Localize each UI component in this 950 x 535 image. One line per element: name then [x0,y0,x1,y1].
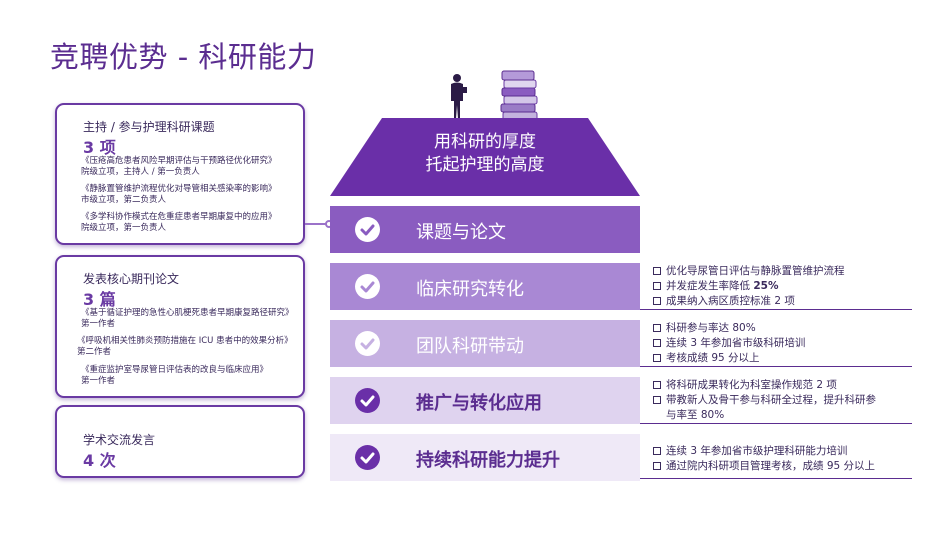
band-label: 临床研究转化 [416,279,524,300]
card-item-line: 《基于循证护理的急性心肌梗死患者早期康复路径研究》 [81,308,294,318]
note-text: 通过院内科研项目管理考核，成绩 95 分以上 [666,460,876,472]
card-research-projects: 主持 / 参与护理科研课题 3 项 《压疮高危患者风险早期评估与干预路径优化研究… [55,103,305,245]
note-highlight: 25% [753,280,779,292]
note-text: 成果纳入病区质控标准 2 项 [666,295,795,307]
connector-line [305,223,330,225]
note-text: 优化导尿管日评估与静脉置管维护流程 [666,265,845,277]
card-title: 学术交流发言 [83,433,156,447]
person-reading-icon [451,74,467,119]
checkbox-square-icon [653,339,661,347]
notes-continuous: 连续 3 年参加省市级护理科研能力培训 通过院内科研项目管理考核，成绩 95 分… [640,441,912,479]
notes-promotion: 将科研成果转化为科室操作规范 2 项 带教新人及骨干参与科研全过程，提升科研参 … [640,377,912,424]
note-item: 带教新人及骨干参与科研全过程，提升科研参 [653,393,876,407]
checkbox-square-icon [653,354,661,362]
note-text: 与率至 80% [666,409,725,421]
note-text: 连续 3 年参加省市级护理科研能力培训 [666,445,848,457]
note-item: 并发症发生率降低 25% [653,279,779,293]
house-roof [330,118,640,196]
note-item: 连续 3 年参加省市级科研培训 [653,336,806,350]
checkbox-square-icon [653,381,661,389]
checkbox-square-icon [653,396,661,404]
card-count: 4 次 [83,451,116,470]
card-count: 3 项 [83,138,116,157]
check-circle-icon [355,388,380,413]
band-clinical-research: 临床研究转化 [330,263,640,310]
checkbox-square-icon [653,462,661,470]
checkbox-square-icon [653,447,661,455]
card-academic-talks: 学术交流发言 4 次 [55,405,305,478]
card-item-line: 《压疮高危患者风险早期评估与干预路径优化研究》 [81,156,277,166]
card-item-line: 第一作者 [81,376,116,386]
band-label: 团队科研带动 [416,336,524,357]
note-text: 科研参与率达 80% [666,322,756,334]
check-circle-icon [355,274,380,299]
page-title: 竞聘优势 - 科研能力 [50,40,317,74]
roof-line-1: 用科研的厚度 [434,132,536,152]
card-item-line: 市级立项，第二负责人 [81,195,167,205]
roof-slogan: 用科研的厚度 托起护理的高度 [330,131,640,177]
check-circle-icon [355,445,380,470]
note-item: 考核成绩 95 分以上 [653,351,760,365]
card-item-line: 《多学科协作模式在危重症患者早期康复中的应用》 [81,212,277,222]
note-item: 成果纳入病区质控标准 2 项 [653,294,795,308]
note-item: 优化导尿管日评估与静脉置管维护流程 [653,264,845,278]
card-item-line: 《重症监护室导尿管日评估表的改良与临床应用》 [81,365,269,375]
band-team-research: 团队科研带动 [330,320,640,367]
card-item-line: 第二作者 [77,347,112,357]
checkbox-square-icon [653,267,661,275]
check-circle-icon [355,331,380,356]
card-title: 主持 / 参与护理科研课题 [83,120,215,134]
band-label: 推广与转化应用 [416,393,542,414]
notes-team: 科研参与率达 80% 连续 3 年参加省市级科研培训 考核成绩 95 分以上 [640,320,912,367]
band-label: 持续科研能力提升 [416,450,560,471]
band-topics-papers: 课题与论文 [330,206,640,253]
card-published-papers: 发表核心期刊论文 3 篇 《基于循证护理的急性心肌梗死患者早期康复路径研究》 第… [55,255,305,398]
book-stack-icon [500,70,538,121]
note-item: 连续 3 年参加省市级护理科研能力培训 [653,444,848,458]
checkbox-square-icon [653,297,661,305]
note-text: 将科研成果转化为科室操作规范 2 项 [666,379,837,391]
note-item: 通过院内科研项目管理考核，成绩 95 分以上 [653,459,876,473]
note-item: 科研参与率达 80% [653,321,756,335]
note-text: 考核成绩 95 分以上 [666,352,760,364]
note-text: 带教新人及骨干参与科研全过程，提升科研参 [666,394,876,406]
card-count: 3 篇 [83,290,116,309]
notes-clinical: 优化导尿管日评估与静脉置管维护流程 并发症发生率降低 25% 成果纳入病区质控标… [640,263,912,310]
card-item-line: 院级立项，第一负责人 [81,223,167,233]
note-item-continued: 与率至 80% [666,408,724,422]
note-text: 并发症发生率降低 [666,280,754,292]
band-label: 课题与论文 [416,222,506,243]
checkbox-square-icon [653,282,661,290]
check-circle-icon [355,217,380,242]
card-title: 发表核心期刊论文 [83,272,180,286]
card-item-line: 第一作者 [81,319,116,329]
roof-line-2: 托起护理的高度 [425,155,545,175]
card-item-line: 《静脉置管维护流程优化对导管相关感染率的影响》 [81,184,277,194]
note-item: 将科研成果转化为科室操作规范 2 项 [653,378,837,392]
checkbox-square-icon [653,324,661,332]
band-continuous-improvement: 持续科研能力提升 [330,434,640,481]
note-text: 连续 3 年参加省市级科研培训 [666,337,806,349]
card-item-line: 院级立项，主持人 / 第一负责人 [81,167,200,177]
band-promotion: 推广与转化应用 [330,377,640,424]
card-item-line: 《呼吸机相关性肺炎预防措施在 ICU 患者中的效果分析》 [77,336,293,346]
